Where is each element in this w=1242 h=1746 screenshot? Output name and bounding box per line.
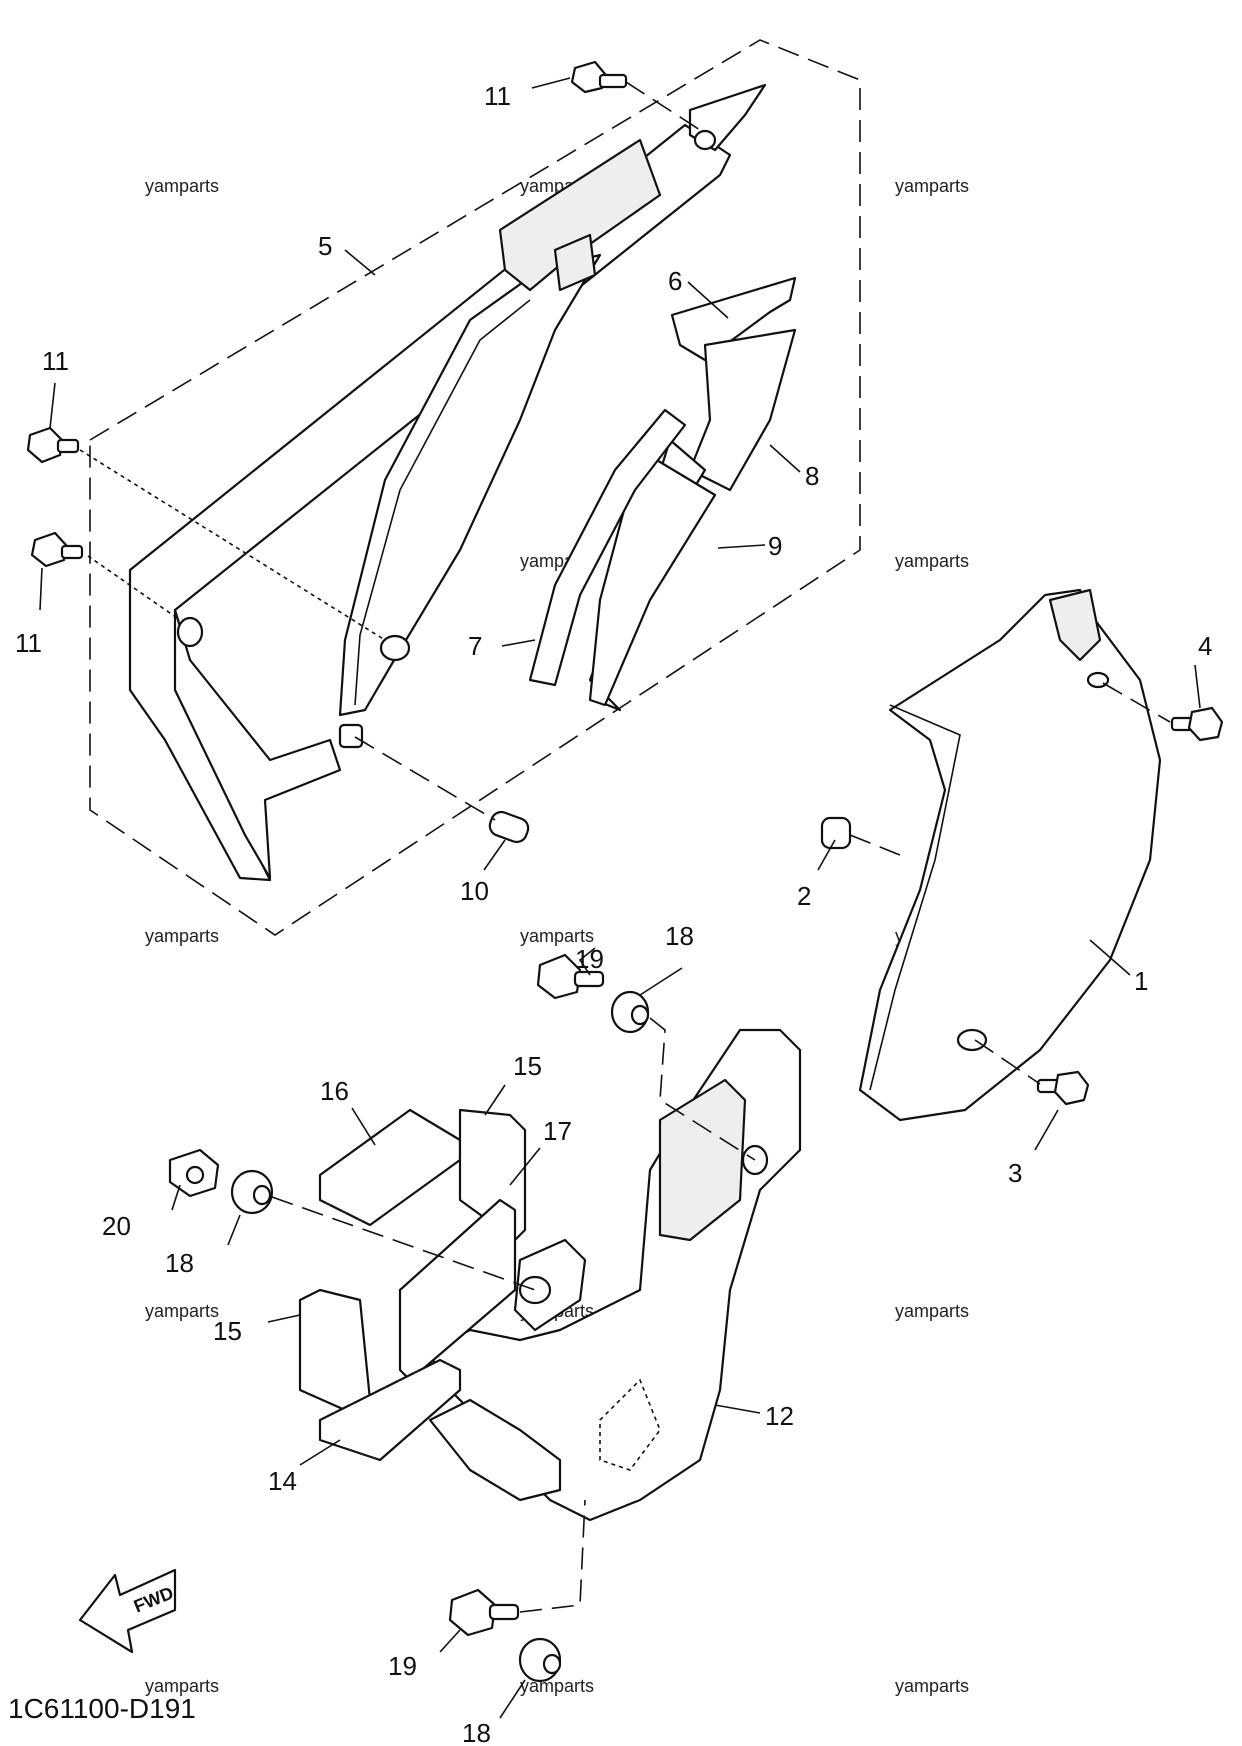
callout-6: 6 <box>668 266 682 296</box>
part-18-washer-upper <box>610 990 650 1034</box>
part-5-side-cover <box>128 83 767 882</box>
forward-direction-arrow: FWD <box>78 1568 176 1654</box>
part-11-bolt-lower <box>30 531 84 568</box>
callout-9: 9 <box>768 531 782 561</box>
part-14-pad <box>318 1358 462 1462</box>
part-3-bolt <box>1036 1070 1090 1106</box>
callout-1: 1 <box>1134 966 1148 996</box>
part-1-side-cover <box>858 588 1162 1122</box>
callout-12: 11 <box>484 81 511 111</box>
callout-20: 20 <box>102 1211 131 1241</box>
part-16-pad <box>318 1108 462 1227</box>
callout-2: 2 <box>797 881 811 911</box>
part-2-collar <box>820 816 852 850</box>
part-4-bolt <box>1170 706 1224 742</box>
watermark: yamparts <box>520 926 594 946</box>
part-9-pad-body <box>588 448 717 707</box>
part-20-nut <box>168 1148 220 1198</box>
callout-17: 17 <box>543 1116 572 1146</box>
callout-10: 10 <box>460 876 489 906</box>
part-6-strip <box>670 276 797 362</box>
part-18-washer-mid <box>230 1169 274 1215</box>
part-8-pad <box>688 328 797 492</box>
part-19-bolt-upper <box>536 953 605 1000</box>
callout-13: 12 <box>765 1401 794 1431</box>
assembly-boundary <box>89 39 861 936</box>
part-12-bolt <box>570 60 628 94</box>
callout-11a: 11 <box>42 346 69 376</box>
callout-18c: 18 <box>462 1718 491 1746</box>
callout-5: 5 <box>318 231 332 261</box>
watermark: yamparts <box>895 176 969 196</box>
assembly-lines <box>79 81 1171 1613</box>
watermark: yamparts <box>895 1301 969 1321</box>
callout-11b: 11 <box>15 628 42 658</box>
part-13-lower-cover <box>428 1028 802 1522</box>
callout-15b: 15 <box>213 1316 242 1346</box>
watermark: yamparts <box>895 551 969 571</box>
part-11-bolt-upper <box>26 426 80 464</box>
part-18-washer-lower <box>518 1637 562 1683</box>
part-7-tube <box>528 408 687 687</box>
callout-18b: 18 <box>165 1248 194 1278</box>
watermark: yamparts <box>145 1301 219 1321</box>
watermark: yamparts <box>145 176 219 196</box>
callout-16: 16 <box>320 1076 349 1106</box>
part-15-pad-lower <box>298 1288 372 1412</box>
callout-7: 7 <box>468 631 482 661</box>
callout-19a: 19 <box>575 944 604 974</box>
callout-3: 3 <box>1008 1158 1022 1188</box>
callout-14: 14 <box>268 1466 297 1496</box>
callout-19b: 19 <box>388 1651 417 1681</box>
part-code: 1C61100-D191 <box>8 1693 196 1724</box>
part-17-pad <box>398 1198 517 1382</box>
watermark: yamparts <box>145 1676 219 1696</box>
watermark: yamparts <box>895 1676 969 1696</box>
callout-8: 8 <box>805 461 819 491</box>
callout-4: 4 <box>1198 631 1212 661</box>
part-10-collar <box>488 810 530 844</box>
callout-18a: 18 <box>665 921 694 951</box>
part-19-bolt-lower <box>448 1588 520 1637</box>
leader-lines <box>39 77 1201 1719</box>
callouts: 11 5 6 8 9 7 10 11 11 4 2 1 3 19 18 15 1… <box>15 81 1212 1746</box>
watermark: yamparts <box>145 926 219 946</box>
callout-15a: 15 <box>513 1051 542 1081</box>
